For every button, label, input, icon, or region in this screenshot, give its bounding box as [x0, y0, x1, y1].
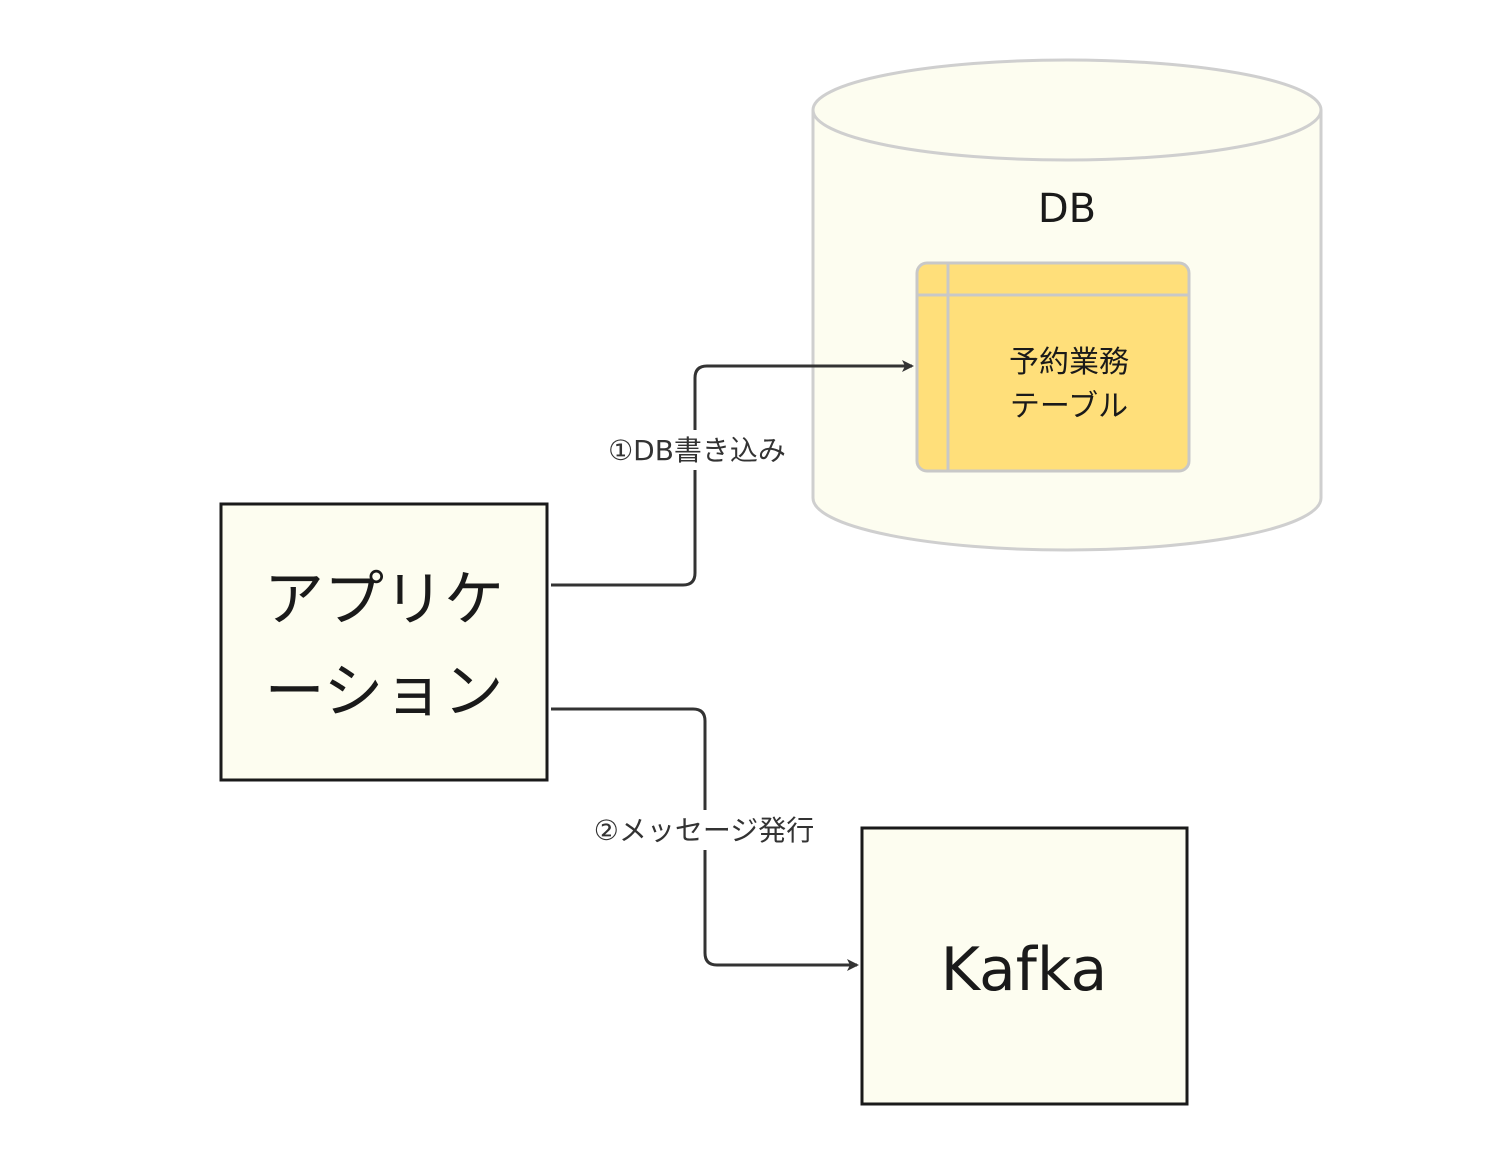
- db-label: DB: [1038, 186, 1096, 232]
- kafka-node[interactable]: Kafka: [860, 826, 1189, 1106]
- application-node[interactable]: アプリケ ーション: [219, 502, 549, 782]
- db-write-label: ①DB書き込み: [608, 434, 786, 467]
- application-label-line2: ーション: [265, 657, 504, 727]
- db-write-connector: [551, 360, 914, 587]
- table-label-line2: テーブル: [1010, 389, 1128, 424]
- edge-db-write[interactable]: ①DB書き込み: [551, 360, 914, 587]
- application-label-line1: アプリケ: [264, 565, 504, 635]
- publish-message-label-background: [572, 810, 836, 850]
- kafka-label: Kafka: [941, 935, 1108, 1005]
- table-box: [915, 261, 1191, 473]
- publish-message-label: ②メッセージ発行: [594, 814, 815, 847]
- table-label-line1: 予約業務: [1009, 345, 1129, 380]
- edge-publish-message[interactable]: ②メッセージ発行: [551, 707, 859, 971]
- db-write-label-background: [592, 430, 802, 470]
- db-cylinder-top: [811, 58, 1323, 162]
- kafka-box: [860, 826, 1189, 1106]
- reservation-table-node[interactable]: 予約業務 テーブル: [915, 261, 1191, 473]
- application-box: [219, 502, 549, 782]
